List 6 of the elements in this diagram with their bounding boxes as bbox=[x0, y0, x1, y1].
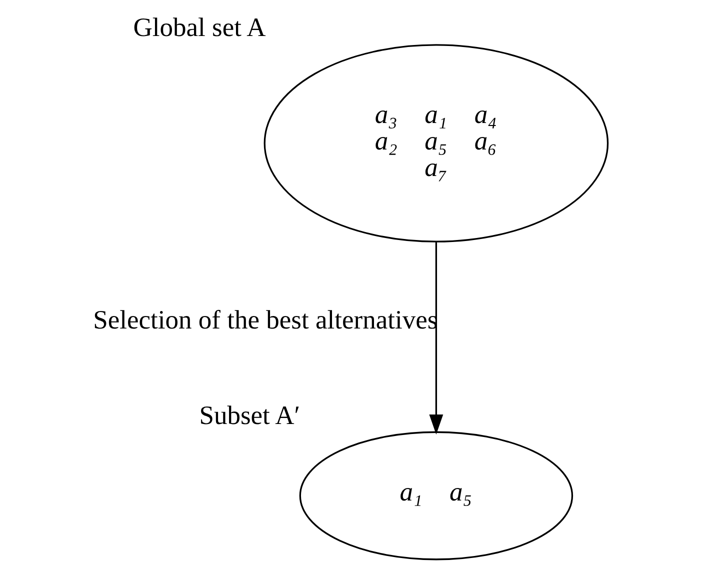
node-label: Subset A′ bbox=[199, 400, 300, 430]
node-ellipse: a₃ a₁ a₄ a₂ a₅ a₆ a₇ bbox=[264, 44, 609, 242]
node-label: Global set A bbox=[133, 12, 266, 42]
arrow bbox=[429, 242, 444, 434]
node-ellipse: a₁ a₅ bbox=[299, 431, 574, 560]
edge-label: Selection of the best alternatives bbox=[93, 304, 438, 334]
